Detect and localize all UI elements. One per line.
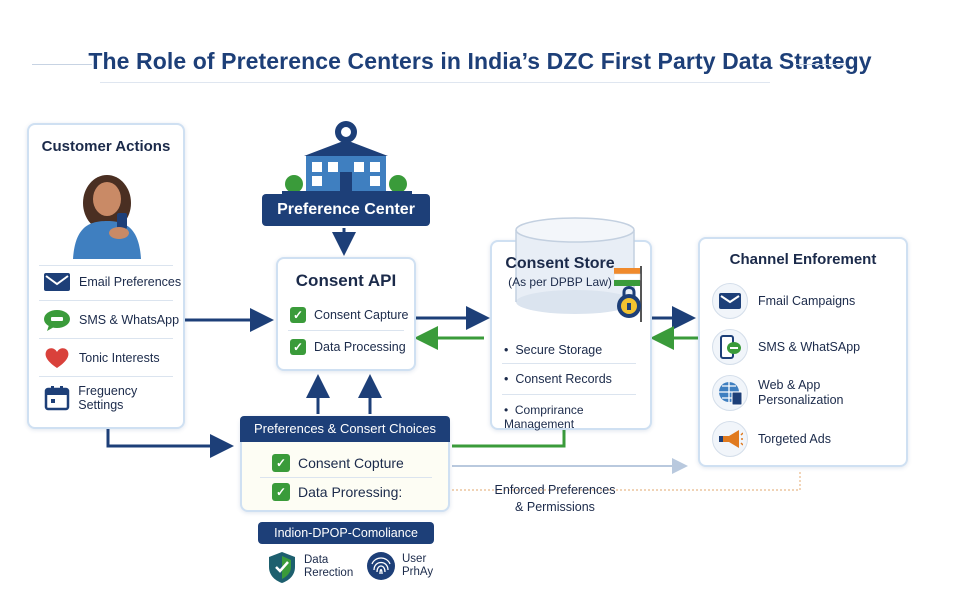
badge-label: User PrhAy (402, 553, 434, 578)
heart-icon (45, 348, 69, 368)
choices-check-data-processing: ✓ Data Proressing: (272, 483, 402, 501)
shield-icon (269, 552, 295, 583)
compliance-label: Indion-DPOP-Comoliance (258, 522, 434, 544)
action-label: Tonic Interests (79, 351, 160, 365)
badge-user-privacy: User PrhAy (366, 550, 433, 582)
arrow-store-to-choices (452, 430, 566, 448)
globe-icon (712, 375, 748, 411)
api-check-data-processing: ✓ Data Processing (290, 339, 406, 355)
channel-label: Web & App Personalization (758, 378, 844, 407)
store-bullet-secure-storage: • Secure Storage (504, 343, 603, 357)
check-label: Consent Copture (298, 455, 404, 471)
badge-data-protection: Data Rerection (266, 550, 353, 584)
arrow-actions-to-choices (106, 428, 234, 458)
phone-chat-icon (712, 329, 748, 365)
action-email-preferences: Email Preferences (43, 271, 181, 293)
building-icon (282, 121, 412, 195)
check-icon: ✓ (272, 454, 290, 472)
channel-enforcement-panel: Channel Enforement Fmail Campaigns SMS &… (698, 237, 908, 467)
customer-person-icon (73, 175, 141, 259)
action-sms-whatsapp: SMS & WhatsApp (43, 308, 179, 332)
check-icon: ✓ (272, 483, 290, 501)
calendar-icon (44, 386, 70, 411)
choices-panel: Preferences & Consert Choices ✓ Consent … (240, 416, 450, 512)
database-icon (515, 217, 635, 314)
title-rule-left (32, 64, 92, 65)
check-icon: ✓ (290, 339, 306, 355)
badge-label: Data Rerection (304, 554, 354, 579)
megaphone-icon (712, 421, 748, 457)
envelope-icon (712, 283, 748, 319)
choices-check-consent-capture: ✓ Consent Copture (272, 454, 404, 472)
customer-actions-panel: Customer Actions Email Preferences SMS &… (27, 123, 185, 429)
check-icon: ✓ (290, 307, 306, 323)
fingerprint-icon (367, 552, 395, 580)
api-check-consent-capture: ✓ Consent Capture (290, 307, 409, 323)
check-label: Data Processing (314, 340, 406, 354)
channel-label: Torgeted Ads (758, 432, 831, 446)
channel-label: Fmail Campaigns (758, 294, 856, 308)
store-bullet-consent-records: • Consent Records (504, 372, 612, 386)
channel-enforcement-title: Channel Enforement (729, 251, 877, 268)
channel-sms-whatsapp: SMS & WhatSApp (712, 329, 860, 365)
action-label: Email Preferences (79, 275, 182, 289)
action-frequency-settings: Freguency Settings (43, 384, 183, 412)
check-label: Data Proressing: (298, 484, 403, 500)
arrow-enforced-dotted (452, 470, 801, 491)
consent-api-panel: Consent API ✓ Consent Capture ✓ Data Pro… (276, 257, 416, 371)
consent-store-panel: Consent Store (As per DPBP Law) • Secure… (490, 217, 652, 431)
consent-store-title: Consent Store (505, 255, 615, 272)
check-label: Consent Capture (314, 308, 409, 322)
enforced-preferences-label: Enforced Preferences & Permissions (494, 483, 616, 514)
channel-web-app-personalization: Web & App Personalization (712, 375, 843, 411)
consent-store-subtitle: (As per DPBP Law) (508, 275, 612, 289)
channel-targeted-ads: Torgeted Ads (712, 421, 831, 457)
action-label: Freguency Settings (78, 384, 138, 412)
chat-bubble-icon (44, 310, 70, 331)
channel-email-campaigns: Fmail Campaigns (712, 283, 855, 319)
consent-api-title: Consent API (295, 271, 397, 290)
choices-header: Preferences & Consert Choices (240, 416, 450, 442)
customer-actions-title: Customer Actions (41, 138, 171, 155)
india-flag-lock-icon (613, 266, 642, 322)
title-underline (100, 82, 770, 83)
page-title: The Role of Preterence Centers in India’… (88, 48, 872, 74)
channel-label: SMS & WhatSApp (758, 340, 861, 354)
title-rule-right (795, 64, 845, 65)
preference-center-label: Preference Center (262, 194, 430, 226)
store-bullet-compliance: • Comprirance Management (504, 403, 584, 431)
envelope-icon (44, 273, 70, 291)
action-label: SMS & WhatsApp (79, 313, 180, 327)
action-tonic-interests: Tonic Interests (43, 346, 160, 370)
